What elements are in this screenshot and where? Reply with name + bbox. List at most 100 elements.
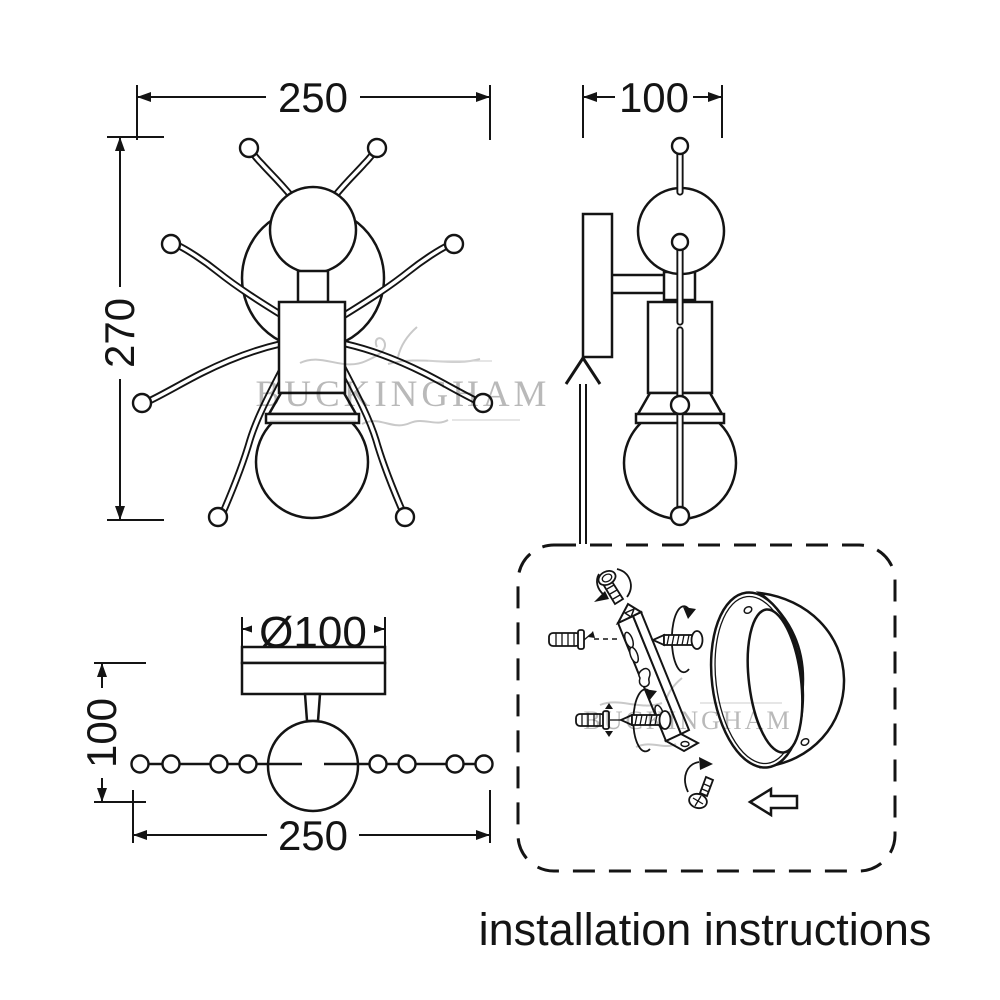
- rod-ball: [209, 754, 229, 774]
- leg-ball: [131, 392, 153, 414]
- leg-ball: [443, 233, 465, 255]
- screw-threads: [634, 714, 658, 726]
- screw-upper: [650, 605, 704, 674]
- installation-box: [516, 543, 897, 873]
- turn-arrowhead: [594, 591, 609, 602]
- rod-ball: [474, 754, 494, 774]
- screw-head-detail: [601, 573, 613, 583]
- bracket-top-hole: [623, 607, 636, 619]
- dimension-label-270: 270: [96, 298, 143, 368]
- arrowhead-right: [476, 830, 490, 840]
- dimension-height-270: 270: [96, 136, 164, 521]
- assembly-direction-arrow: [747, 786, 799, 818]
- dimension-width-250-plan: 250: [132, 790, 491, 859]
- rotation-arc: [596, 573, 605, 596]
- side-view: 100: [564, 74, 738, 544]
- screw-head: [690, 630, 704, 650]
- legs: [131, 233, 494, 528]
- leg-ball: [472, 392, 494, 414]
- ant-lamp-front: [131, 137, 494, 528]
- wall-anchor-lower: [575, 703, 621, 737]
- leg-ball: [207, 506, 229, 528]
- arrowhead-right: [708, 92, 722, 102]
- anchor-collar: [602, 710, 610, 730]
- turn-arrowhead: [699, 757, 713, 770]
- neck: [296, 269, 330, 304]
- turn-arrowhead: [644, 689, 657, 701]
- rod-ball: [238, 754, 258, 774]
- antenna-ball: [238, 137, 260, 159]
- mounting-bracket: [615, 602, 701, 753]
- anchor-collar: [577, 629, 585, 650]
- arrowhead-top: [97, 663, 107, 677]
- watermark-rule: [270, 419, 520, 422]
- rod-ball: [669, 505, 691, 527]
- label-mask: [615, 75, 693, 119]
- arrowhead-right: [371, 624, 385, 634]
- arrowhead-bottom: [97, 788, 107, 802]
- screw-bottom: [684, 757, 715, 810]
- screw-shank: [698, 775, 715, 798]
- up-arrowhead: [564, 355, 602, 385]
- antenna-ball: [366, 137, 388, 159]
- rod-ball: [670, 136, 690, 156]
- rod-ball: [669, 394, 691, 416]
- ant-lamp-side: [581, 136, 738, 527]
- watermark-flourish: [665, 677, 683, 701]
- arrowhead-left: [583, 92, 597, 102]
- dimension-label-250: 250: [278, 74, 348, 121]
- ant-lamp-plan: [130, 645, 494, 813]
- canopy: [240, 661, 387, 696]
- screw-head-slot: [692, 795, 704, 807]
- mounting-direction-arrow: [564, 355, 602, 544]
- screw-top: [594, 568, 632, 606]
- rotation-arc: [684, 761, 700, 793]
- ant-head-circle: [268, 185, 358, 275]
- canopy-ring: [709, 591, 846, 769]
- watermark-flourish: [635, 743, 677, 748]
- anchor-arrowhead: [588, 631, 595, 638]
- dimension-depth-100: 100: [582, 74, 723, 138]
- rod-ball: [161, 754, 181, 774]
- label-mask: [97, 287, 141, 379]
- screw-lower: [618, 688, 672, 753]
- rod-ball: [670, 232, 690, 252]
- caption-text: installation instructions: [479, 904, 932, 955]
- watermark-secondary: BUCKINGHAM: [583, 677, 790, 748]
- screw-threads: [701, 783, 712, 793]
- body-circle-plan: [266, 719, 360, 813]
- anchor-ribs: [555, 633, 575, 646]
- dimension-label-100: 100: [619, 74, 689, 121]
- canopy-top: [240, 645, 387, 665]
- dimension-label-100-plan: 100: [78, 698, 125, 768]
- bracket-keyhole: [638, 667, 651, 688]
- front-view: 250 270: [96, 74, 494, 528]
- ring-opening: [746, 608, 804, 754]
- watermark-flourish: [599, 701, 663, 707]
- turn-arrowhead: [683, 607, 696, 619]
- dimension-depth-100-plan: 100: [78, 662, 146, 803]
- rod-balls-plan: [130, 754, 494, 774]
- plan-view: Ø100 100 250: [78, 606, 494, 859]
- stem: [303, 692, 322, 723]
- rod-ball: [445, 754, 465, 774]
- leg-ball: [394, 506, 416, 528]
- collar-band: [264, 412, 361, 425]
- ring-screw-hole: [743, 605, 753, 615]
- rod-ball: [368, 754, 388, 774]
- arrowhead-left: [137, 92, 151, 102]
- rod-ball: [397, 754, 417, 774]
- dimension-label-250-plan: 250: [278, 812, 348, 859]
- screw-threads: [606, 584, 621, 600]
- screw-threads: [666, 634, 690, 646]
- watermark-flourish: [397, 326, 418, 358]
- rod-ball: [130, 754, 150, 774]
- anchor-body: [548, 632, 581, 647]
- arrowhead-bottom: [115, 506, 125, 520]
- arrowhead-right: [476, 92, 490, 102]
- bracket-slot: [628, 646, 640, 664]
- watermark-flourish: [299, 337, 386, 366]
- antennae: [238, 137, 388, 197]
